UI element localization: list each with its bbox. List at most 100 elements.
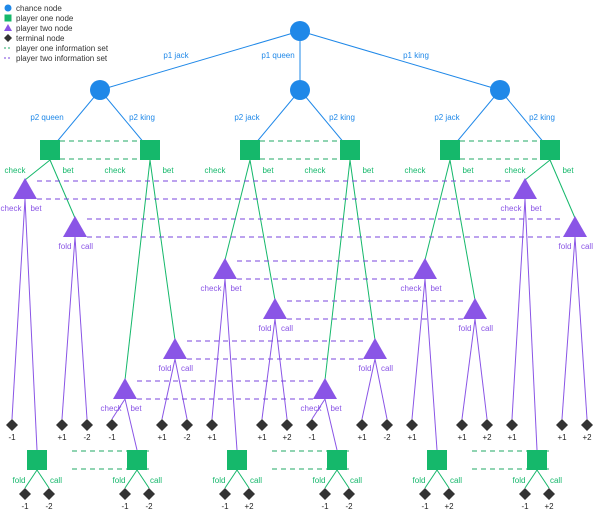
edge-label-p1-bottom-2-1-call: call [250,476,262,485]
edge-label-p2-1-1-bet: bet [30,204,42,213]
payoff-1-2-bet-fold: +1 [157,433,167,442]
edge-p1-1-2-bet [149,159,176,341]
terminal-3-1-check-bet-fold [419,488,431,500]
chance-node-card-2 [290,80,310,100]
edge-label-p1-bottom-1-1-fold: fold [13,476,26,485]
edge-p2-3-1-check-check [411,278,426,420]
player-two-node-2-1-after-check [213,258,237,279]
terminal-1-2-check-check [106,419,118,431]
chance-node-card-3 [490,80,510,100]
payoff-1-1-check-bet-fold: -1 [21,502,29,511]
edge-label-p1-bottom-2-2-fold: fold [313,476,326,485]
player-one-node-2-1 [240,140,260,160]
edge-p2-3-1-check-bet [424,278,438,451]
terminal-2-2-check-bet-call [343,488,355,500]
payoff-3-1-bet-fold: +1 [457,433,467,442]
payoff-1-1-check-check: -1 [8,433,16,442]
edge-label-p1-card-1: p1 jack [163,51,189,60]
edge-p2-2-1-check-bet [224,278,238,451]
payoff-2-1-check-check: +1 [207,433,217,442]
terminal-3-2-check-bet-fold [519,488,531,500]
terminal-1-1-check-bet-fold [19,488,31,500]
player-one-bottom-node-1-2 [127,450,147,470]
edge-p1-bottom-2-2-call [336,469,350,489]
edge-label-p2-1-2-check: check [101,404,123,413]
terminal-2-2-check-bet-fold [319,488,331,500]
payoff-3-2-check-bet-call: +2 [544,502,554,511]
edge-label-p1-card-3: p1 king [403,51,429,60]
edge-label-p2-3-2-bet: bet [530,204,542,213]
edge-label-p1-2-1-bet: bet [262,166,274,175]
edge-p2-2-2-bet-fold [361,358,376,420]
legend-chance-label: chance node [16,4,62,13]
payoff-2-2-bet-fold: +1 [357,433,367,442]
player-two-node-2-1-after-bet [263,298,287,319]
edge-label-p2-1-1-check: check [1,204,23,213]
terminal-2-1-check-bet-call [243,488,255,500]
edge-p2-2-1-check-check [211,278,226,420]
edge-label-p2-2-1-fold: fold [259,324,272,333]
terminal-2-2-bet-fold [356,419,368,431]
payoff-3-2-check-check: +1 [507,433,517,442]
edge-label-p1-1-1-check: check [5,166,27,175]
player-two-node-3-1-after-bet [463,298,487,319]
edge-p2-1-1-bet-call [74,236,88,420]
legend-player-one-icon [4,14,12,22]
player-one-bottom-node-1-1 [27,450,47,470]
payoff-3-1-bet-call: +2 [482,433,492,442]
edge-p2-2-2-check-check [311,398,326,420]
terminal-1-1-bet-call [81,419,93,431]
edge-label-p1-bottom-3-2-call: call [550,476,562,485]
terminal-1-2-bet-fold [156,419,168,431]
edge-p1-bottom-2-1-call [236,469,250,489]
player-one-bottom-node-2-2 [327,450,347,470]
edge-label-p1-3-2-check: check [505,166,527,175]
edge-p2-3-1-bet-fold [461,318,476,420]
edge-label-p2-card-3-a: p2 jack [434,113,460,122]
edge-label-p1-1-1-bet: bet [62,166,74,175]
terminal-2-2-bet-call [381,419,393,431]
edge-label-p2-2-1-call: call [281,324,293,333]
edge-p1-3-2-bet [549,159,576,219]
terminal-3-1-bet-call [481,419,493,431]
payoff-3-2-bet-call: +2 [582,433,592,442]
terminal-2-1-bet-fold [256,419,268,431]
edge-p1-2-1-bet [249,159,276,301]
edge-p2-1-2-check-check [111,398,126,420]
payoff-2-2-check-check: -1 [308,433,316,442]
terminal-2-1-check-bet-fold [219,488,231,500]
terminal-1-2-check-bet-call [143,488,155,500]
payoff-2-2-check-bet-fold: -1 [321,502,329,511]
edge-p2-2-1-bet-fold [261,318,276,420]
edge-label-p1-bottom-2-2-call: call [350,476,362,485]
payoff-1-2-check-check: -1 [108,433,116,442]
edge-label-p2-2-1-check: check [201,284,223,293]
terminal-1-2-bet-call [181,419,193,431]
edge-p2-3-2-bet-call [574,236,588,420]
edge-label-p2-card-1-b: p2 king [129,113,155,122]
payoff-2-2-bet-call: -2 [383,433,391,442]
player-two-node-2-2-after-bet [363,338,387,359]
terminal-1-2-check-bet-fold [119,488,131,500]
edge-p2-2-2-bet-call [374,358,388,420]
edge-label-p1-3-1-bet: bet [462,166,474,175]
payoff-2-1-check-bet-call: +2 [244,502,254,511]
edge-p1-bottom-1-1-fold [24,469,38,489]
player-two-node-1-2-after-check [113,378,137,399]
player-one-bottom-node-3-1 [427,450,447,470]
payoff-1-2-bet-call: -2 [183,433,191,442]
edge-label-p1-2-2-check: check [305,166,327,175]
edge-root-to-card-1 [99,30,301,91]
edge-p1-bottom-3-2-fold [524,469,538,489]
edge-label-p1-1-2-check: check [105,166,127,175]
edge-label-p2-3-1-bet: bet [430,284,442,293]
player-two-node-1-1-after-check [13,178,37,199]
edge-label-p2-3-1-fold: fold [459,324,472,333]
edge-p1-1-1-check [24,159,51,181]
player-one-bottom-node-2-1 [227,450,247,470]
edge-label-p1-3-2-bet: bet [562,166,574,175]
player-two-node-3-1-after-check [413,258,437,279]
